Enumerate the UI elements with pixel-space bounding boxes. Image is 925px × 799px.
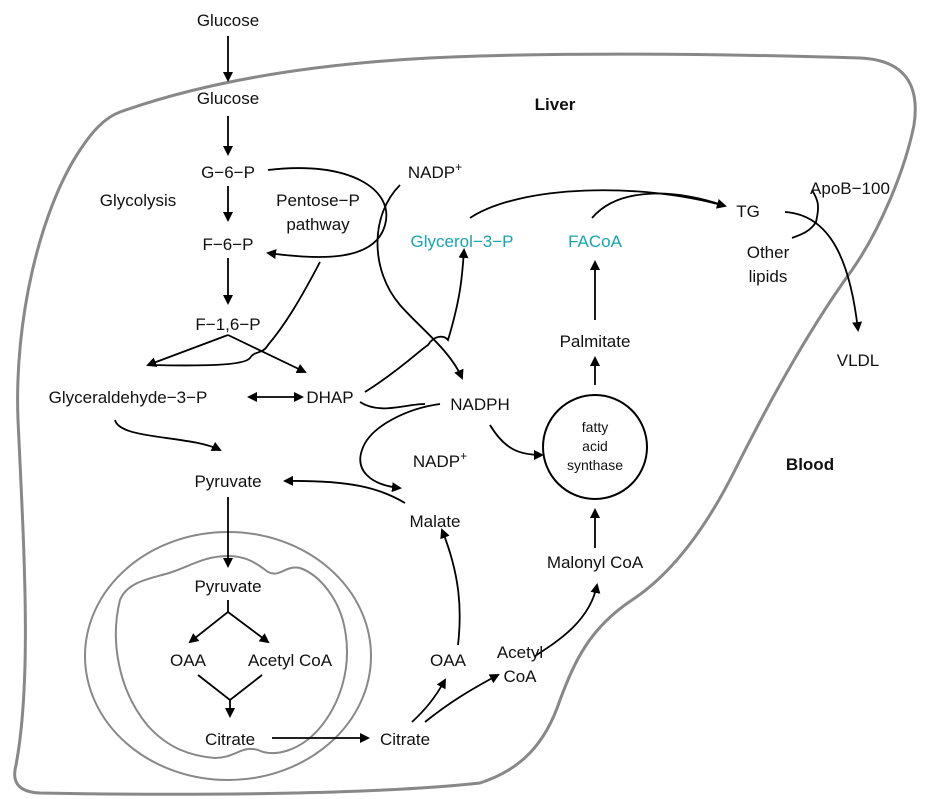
fatty-acid-synthase-circle bbox=[542, 394, 648, 500]
fas-label-line1: fatty bbox=[582, 419, 608, 435]
glucose-liver-label: Glucose bbox=[197, 89, 259, 108]
pathway-arrows bbox=[114, 36, 863, 743]
facoa-label: FACoA bbox=[568, 232, 623, 251]
pentose-label-line1: Pentose−P bbox=[276, 191, 360, 210]
g6p-label: G−6−P bbox=[201, 163, 255, 182]
acetylcoa-mito-label: Acetyl CoA bbox=[248, 651, 333, 670]
citrate-mito-label: Citrate bbox=[205, 730, 255, 749]
oaa-mito-label: OAA bbox=[170, 651, 207, 670]
palmitate-label: Palmitate bbox=[560, 332, 631, 351]
liver-region-label: Liver bbox=[535, 95, 576, 114]
glycerol3p-label: Glycerol−3−P bbox=[411, 232, 514, 251]
pyruvate-cytosol-label: Pyruvate bbox=[194, 472, 261, 491]
acetylcoa-cytosol-line2: CoA bbox=[503, 667, 537, 686]
liver-cell-outline bbox=[13, 52, 917, 796]
other-lipids-line1: Other bbox=[747, 243, 790, 262]
dhap-label: DHAP bbox=[306, 388, 353, 407]
blood-region-label: Blood bbox=[786, 455, 834, 474]
vldl-label: VLDL bbox=[837, 351, 880, 370]
other-lipids-line2: lipids bbox=[749, 267, 788, 286]
apob100-label: ApoB−100 bbox=[810, 179, 890, 198]
pentose-label-line2: pathway bbox=[286, 215, 350, 234]
f16p-label: F−1,6−P bbox=[195, 315, 260, 334]
nadp-top-label: NADP+ bbox=[408, 160, 462, 182]
fas-label-line3: synthase bbox=[567, 457, 623, 473]
f6p-label: F−6−P bbox=[202, 235, 253, 254]
nadph-label: NADPH bbox=[450, 395, 510, 414]
malate-label: Malate bbox=[409, 512, 460, 531]
acetylcoa-cytosol-line1: Acetyl bbox=[497, 643, 543, 662]
fas-label-line2: acid bbox=[582, 438, 608, 454]
glyceraldehyde3p-label: Glyceraldehyde−3−P bbox=[49, 388, 208, 407]
glucose-blood-label: Glucose bbox=[197, 11, 259, 30]
nadp-mid-label: NADP+ bbox=[413, 449, 467, 471]
malonylcoa-label: Malonyl CoA bbox=[547, 553, 644, 572]
tg-label: TG bbox=[736, 202, 760, 221]
oaa-cytosol-label: OAA bbox=[430, 651, 467, 670]
citrate-cytosol-label: Citrate bbox=[380, 730, 430, 749]
pyruvate-mito-label: Pyruvate bbox=[194, 577, 261, 596]
glycolysis-label: Glycolysis bbox=[100, 191, 177, 210]
